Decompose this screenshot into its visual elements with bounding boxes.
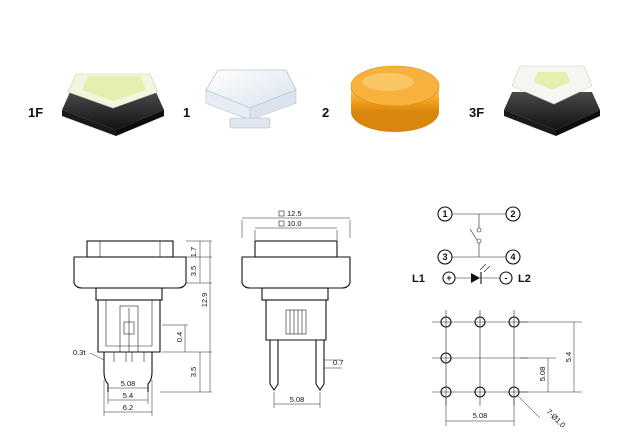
led-cathode-circle [499, 271, 513, 285]
led-l1-label: L1 [412, 273, 425, 285]
pad-hole [474, 386, 486, 398]
led-l2-label: L2 [518, 273, 531, 285]
dim-pitch-508: 5.08 [121, 379, 136, 388]
pin-4-label: 4 [510, 252, 515, 262]
dim-fp-vert-508: 5.08 [538, 367, 547, 382]
dim-body-height: 3.5 [189, 266, 198, 276]
led-minus-sign: - [505, 273, 508, 283]
switch-base-3f [504, 92, 600, 130]
product-1: 1 [183, 69, 297, 129]
pad-hole [440, 316, 452, 328]
dim-width-62: 6.2 [123, 403, 133, 412]
pad-hole [440, 352, 452, 364]
dim-width-54: 5.4 [123, 391, 133, 400]
dim-mid-height: 0.4 [175, 332, 184, 342]
pcb-footprint: 5.08 5.4 5.08 7-Ø1.0 [432, 310, 582, 430]
pin-2-label: 2 [510, 209, 515, 219]
dim-pin-width: 0.7 [333, 358, 343, 367]
dim-thickness: 0.3t [73, 348, 86, 357]
side-view-drawing: 12.5 10.0 0.7 5.08 [241, 209, 351, 408]
product-2: 2 [322, 65, 440, 132]
switch-contact-icon [469, 228, 478, 241]
pin-3-label: 3 [442, 252, 447, 262]
product-label-1: 1 [183, 105, 190, 120]
pad-hole [508, 386, 520, 398]
pad-hole [508, 316, 520, 328]
lens-green-1f [82, 76, 146, 101]
product-label-2: 2 [322, 105, 329, 120]
dim-fp-horiz-508: 5.08 [473, 411, 488, 420]
product-1f: 1F [28, 73, 164, 136]
dim-side-pitch: 5.08 [290, 395, 305, 404]
led-diode-icon [471, 273, 480, 283]
dim-cap-height: 1.7 [189, 247, 198, 257]
dim-total-height: 12.9 [200, 293, 209, 308]
dim-top-width: 10.0 [287, 219, 302, 228]
pin-1-label: 1 [442, 209, 447, 219]
lens-green-3f [534, 72, 570, 90]
dim-cap-width: 12.5 [287, 209, 302, 218]
switch-base-1f [62, 92, 164, 130]
pad-hole [474, 316, 486, 328]
pad-hole [440, 386, 452, 398]
dim-pin-height: 3.5 [189, 367, 198, 377]
dim-hole-spec: 7-Ø1.0 [545, 407, 568, 430]
front-view-drawing: 1.7 3.5 12.9 0.4 3.5 0.3t 5.08 5.4 6.2 [73, 240, 212, 416]
switch-schematic: 1 2 3 4 L1 + - L2 [412, 206, 531, 285]
product-label-3f: 3F [469, 105, 484, 120]
led-plus-sign: + [446, 273, 451, 283]
product-3f: 3F [469, 65, 600, 136]
dim-fp-vert-54: 5.4 [564, 352, 573, 362]
product-label-1f: 1F [28, 105, 43, 120]
